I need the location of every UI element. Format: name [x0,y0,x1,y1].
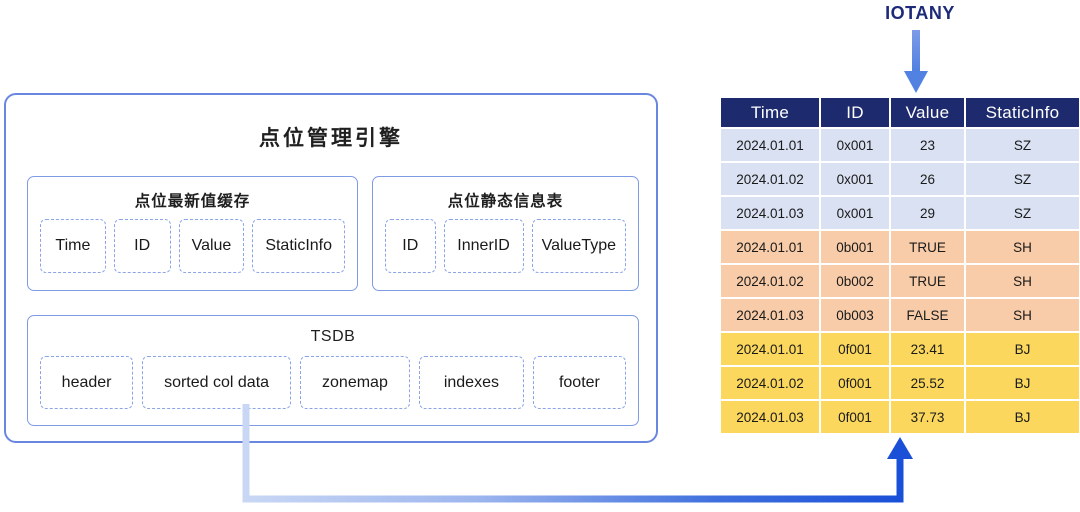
cell-value: FALSE [891,299,964,331]
cell-id: 0x001 [821,163,889,195]
tsdb-field-sorted-col-data: sorted col data [142,356,291,409]
cache-field-id: ID [113,219,171,273]
latest-value-cache-panel: 点位最新值缓存 Time ID Value StaticInfo [27,176,358,291]
cell-time: 2024.01.03 [721,197,819,229]
tsdb-field-zonemap: zonemap [299,356,410,409]
cell-time: 2024.01.03 [721,401,819,433]
cache-field-value: Value [178,219,245,273]
static-field-id: ID [385,219,436,273]
cell-value: 23.41 [891,333,964,365]
cell-staticinfo: SZ [966,129,1079,161]
cell-id: 0b003 [821,299,889,331]
cell-value: TRUE [891,265,964,297]
cache-field-staticinfo: StaticInfo [252,219,346,273]
cell-id: 0f001 [821,401,889,433]
cell-id: 0f001 [821,367,889,399]
cell-staticinfo: SH [966,299,1079,331]
cell-id: 0b001 [821,231,889,263]
cell-staticinfo: BJ [966,367,1079,399]
cell-time: 2024.01.01 [721,129,819,161]
cell-staticinfo: SZ [966,163,1079,195]
cell-value: 37.73 [891,401,964,433]
cell-time: 2024.01.03 [721,299,819,331]
cell-time: 2024.01.02 [721,367,819,399]
cell-time: 2024.01.02 [721,265,819,297]
cell-staticinfo: SH [966,231,1079,263]
column-header-value: Value [891,98,964,127]
static-field-valuetype: ValueType [531,219,626,273]
engine-title: 点位管理引擎 [259,127,403,150]
table-header-row: Time ID Value StaticInfo [721,98,1079,127]
cell-time: 2024.01.02 [721,163,819,195]
cell-value: 26 [891,163,964,195]
arrow-up-icon [887,437,913,459]
cell-staticinfo: BJ [966,333,1079,365]
point-management-engine-panel: 点位管理引擎 点位最新值缓存 Time ID Value StaticInfo … [4,93,658,443]
cell-staticinfo: SZ [966,197,1079,229]
cell-id: 0x001 [821,197,889,229]
tsdb-to-table-connector [242,404,913,503]
cell-value: 25.52 [891,367,964,399]
tsdb-panel: TSDB header sorted col data zonemap inde… [27,315,639,426]
static-info-fields: ID InnerID ValueType [385,219,626,273]
tsdb-field-footer: footer [532,356,626,409]
cell-staticinfo: BJ [966,401,1079,433]
latest-value-cache-fields: Time ID Value StaticInfo [40,219,346,273]
iotany-label: IOTANY [885,3,955,23]
tsdb-field-header: header [40,356,134,409]
tsdb-fields: header sorted col data zonemap indexes f… [40,356,626,409]
cell-id: 0x001 [821,129,889,161]
cell-id: 0b002 [821,265,889,297]
arrow-down-icon [904,30,928,93]
tsdb-field-indexes: indexes [418,356,524,409]
cell-time: 2024.01.01 [721,231,819,263]
cell-value: 23 [891,129,964,161]
static-field-innerid: InnerID [443,219,524,273]
column-header-time: Time [721,98,819,127]
tsdb-title: TSDB [310,328,356,345]
column-header-id: ID [821,98,889,127]
cache-field-time: Time [40,219,106,273]
cell-staticinfo: SH [966,265,1079,297]
column-header-staticinfo: StaticInfo [966,98,1079,127]
latest-value-cache-title: 点位最新值缓存 [134,193,251,210]
static-info-table-title: 点位静态信息表 [447,193,564,210]
cell-value: TRUE [891,231,964,263]
cell-id: 0f001 [821,333,889,365]
cell-time: 2024.01.01 [721,333,819,365]
static-info-table-panel: 点位静态信息表 ID InnerID ValueType [372,176,639,291]
cell-value: 29 [891,197,964,229]
